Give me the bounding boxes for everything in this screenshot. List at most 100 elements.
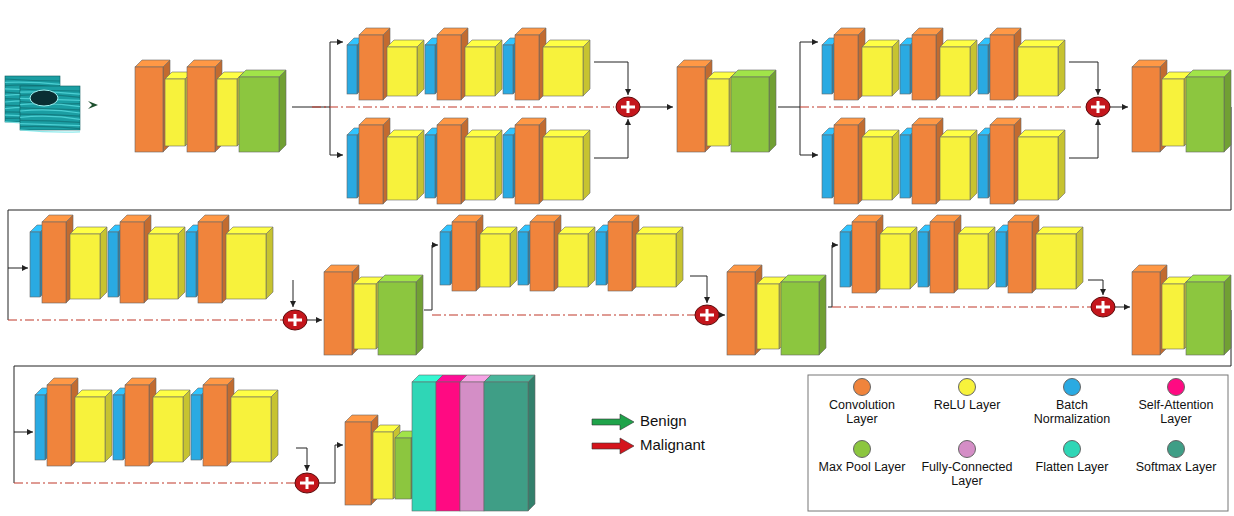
- skip-connection: [832, 306, 1091, 307]
- flow-line: [330, 155, 343, 156]
- layer-slab: [437, 118, 468, 204]
- flow-line: [296, 448, 307, 471]
- flow-line: [1110, 107, 1128, 108]
- legend-swatch: [1167, 378, 1185, 396]
- legend-text: Softmax Layer: [1130, 461, 1222, 475]
- layer-slab: [880, 227, 917, 289]
- add-symbol: [295, 473, 319, 493]
- class-label: Malignant: [640, 437, 705, 454]
- flow-line: [1069, 62, 1098, 95]
- layer-slab: [359, 118, 390, 204]
- legend-text: Flatten Layer: [1026, 461, 1118, 475]
- layer-slab: [231, 390, 278, 462]
- add-symbol: [283, 310, 307, 330]
- flow-line: [719, 315, 725, 316]
- layer-slab: [862, 40, 899, 96]
- flow-line: [594, 62, 628, 95]
- add-symbol: [1086, 97, 1110, 117]
- layer-slab: [226, 227, 273, 299]
- layer-slab: [1186, 275, 1231, 355]
- flow-line: [8, 268, 28, 269]
- layer-slab: [153, 390, 190, 462]
- layer-slab: [515, 28, 546, 100]
- layer-slab: [378, 275, 423, 355]
- layer-slab: [70, 227, 107, 299]
- layer-slab: [465, 130, 502, 200]
- layer-slab: [515, 118, 546, 204]
- layer-blocks: [5, 28, 1231, 511]
- layer-slab: [148, 227, 185, 299]
- layer-slab: [1018, 40, 1065, 96]
- layer-slab: [852, 215, 883, 293]
- output-arrows: [592, 414, 634, 454]
- flow-line: [14, 310, 1231, 483]
- layer-slab: [990, 118, 1021, 204]
- layer-slab: [239, 70, 286, 152]
- legend-swatch: [1063, 440, 1081, 458]
- layer-slab: [465, 40, 502, 96]
- flow-line: [594, 119, 628, 158]
- layer-slab: [781, 275, 826, 355]
- layer-slab: [608, 215, 639, 291]
- layer-slab: [834, 118, 865, 204]
- legend-text: Batch Normalization: [1026, 399, 1118, 427]
- flow-lines: [8, 42, 1231, 483]
- flow-line: [307, 320, 322, 321]
- flow-line: [319, 445, 343, 483]
- layer-slab: [1186, 70, 1231, 152]
- legend-text: Self-Attention Layer: [1130, 399, 1222, 427]
- legend-text: Max Pool Layer: [816, 461, 908, 475]
- flow-line: [424, 245, 438, 310]
- layer-slab: [452, 215, 483, 291]
- legend-text: Fully-Connected Layer: [921, 461, 1013, 489]
- layer-slab: [484, 375, 535, 511]
- flow-line: [14, 432, 33, 433]
- layer-slab: [958, 227, 995, 289]
- layer-slab: [930, 215, 961, 293]
- layer-slab: [125, 378, 156, 466]
- layer-slab: [731, 70, 776, 152]
- skip-connection: [8, 319, 283, 320]
- legend-swatch: [853, 378, 871, 396]
- flow-line: [330, 42, 343, 43]
- flow-line: [293, 280, 294, 307]
- flow-line: [800, 42, 818, 43]
- layer-slab: [543, 130, 590, 200]
- skip-connection: [800, 106, 1084, 107]
- flow-line: [330, 42, 331, 155]
- layer-slab: [834, 28, 865, 100]
- layer-slab: [480, 227, 517, 287]
- add-symbol: [616, 97, 640, 117]
- layer-slab: [636, 227, 683, 287]
- legend-text: Convolution Layer: [816, 399, 908, 427]
- layer-slab: [359, 28, 390, 100]
- layer-slab: [1018, 130, 1065, 200]
- layer-slab: [940, 40, 977, 96]
- legend-swatch: [1063, 378, 1081, 396]
- skip-connection: [14, 482, 295, 483]
- legend-swatch: [1167, 440, 1185, 458]
- layer-slab: [1036, 227, 1083, 289]
- class-label: Benign: [640, 413, 687, 430]
- flow-line: [800, 42, 801, 155]
- layer-slab: [42, 215, 73, 303]
- layer-slab: [203, 378, 234, 466]
- legend-frame: [808, 375, 1228, 511]
- flow-line: [640, 107, 673, 108]
- flow-line: [800, 155, 818, 156]
- layer-slab: [387, 40, 424, 96]
- flow-line: [1115, 307, 1130, 308]
- layer-slab: [1008, 215, 1039, 293]
- layer-slab: [75, 390, 112, 462]
- flow-line: [1088, 280, 1103, 295]
- layer-slab: [862, 130, 899, 200]
- layer-slab: [198, 215, 229, 303]
- legend-text: ReLU Layer: [921, 399, 1013, 413]
- layer-slab: [940, 130, 977, 200]
- skip-connection: [312, 106, 614, 107]
- layer-slab: [912, 28, 943, 100]
- legend-swatch: [958, 378, 976, 396]
- flow-line: [778, 107, 800, 108]
